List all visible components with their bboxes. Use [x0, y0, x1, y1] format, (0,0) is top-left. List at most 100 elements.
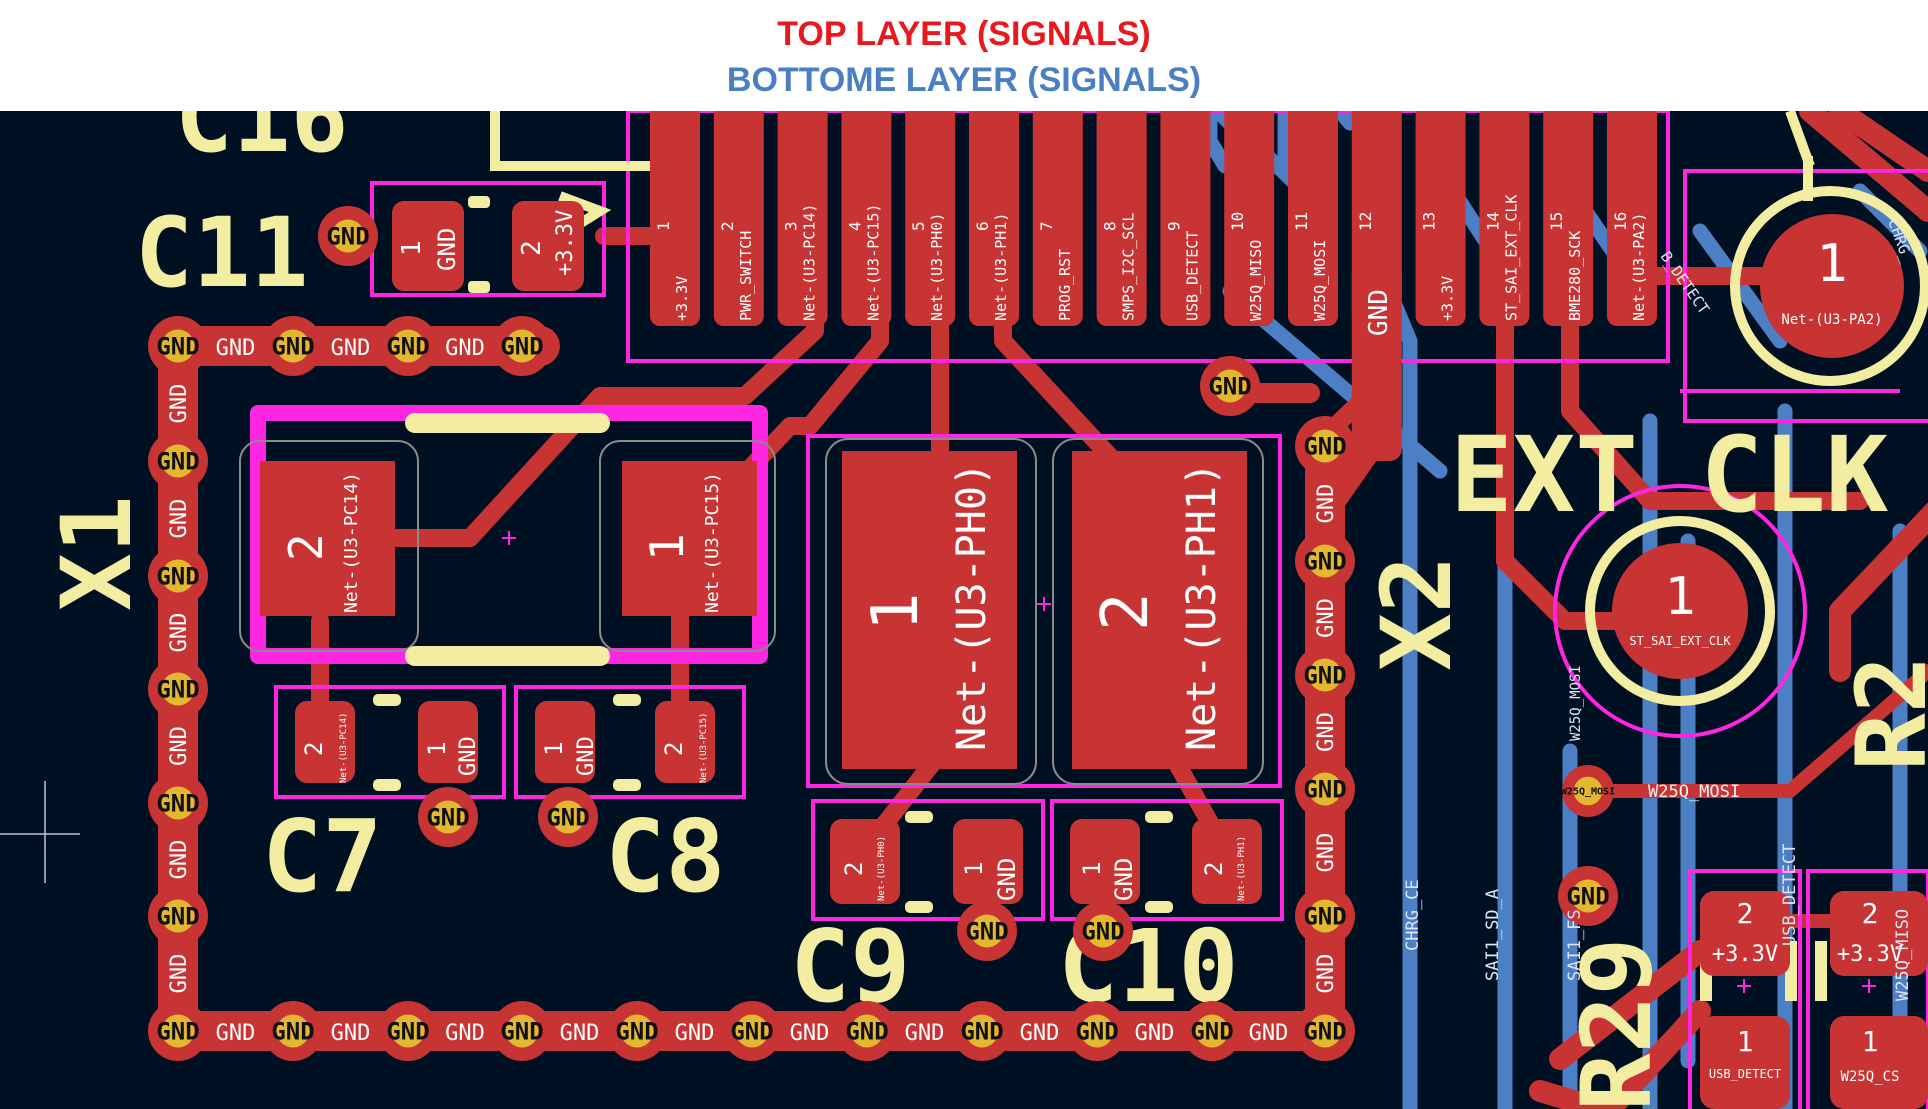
x1-pad-2 [260, 461, 395, 616]
top-layer-title: TOP LAYER (SIGNALS) [777, 15, 1151, 53]
gnd-trace-label: GND [167, 954, 192, 994]
via-label: GND [156, 903, 199, 931]
pcb-view: C16 C11 X1 X2 C7 C8 C9 C10 EXT CLK R29 R… [0, 111, 1928, 1109]
via-label: GND [960, 1018, 1003, 1046]
via-label: GND [965, 918, 1008, 946]
connector-pad-7 [1032, 111, 1083, 326]
via-label: GND [730, 1018, 773, 1046]
via-label: GND [1303, 1018, 1346, 1046]
c10-pad1-net: GND [1110, 858, 1138, 901]
c8-pad1-num: 1 [540, 742, 568, 756]
connector-pad-3 [777, 111, 828, 326]
connector-pin-number: 16 [1611, 212, 1630, 231]
single-vias: GND GND GND GND GND GND GND W25Q_MOSI [318, 206, 1618, 961]
c8-pad2-num: 2 [660, 742, 688, 756]
via-label: GND [500, 333, 543, 361]
gnd-trace-label: GND [1314, 712, 1339, 752]
label-usb-detect: USB_DETECT [1780, 844, 1800, 946]
via-label: GND [1208, 373, 1251, 401]
c7-silk-bot [373, 779, 401, 791]
c10-pad2-num: 2 [1200, 862, 1228, 876]
via-label: GND [500, 1018, 543, 1046]
silk-c11: C11 [135, 197, 308, 309]
c7-pad1-net: GND [456, 736, 481, 776]
c9-silk-bot [905, 901, 933, 913]
tp-clk-net: ST_SAI_EXT_CLK [1629, 634, 1731, 648]
via-label: GND [1081, 918, 1124, 946]
gnd-trace-label: GND [167, 499, 192, 539]
gnd-trace-label: GND [167, 840, 192, 880]
label-sai1-fs: SAI1_FS [1565, 909, 1585, 981]
c7-pad2-num: 2 [300, 742, 328, 756]
via-label: GND [1303, 433, 1346, 461]
c7-pad1-num: 1 [423, 742, 451, 756]
gnd-trace-label: GND [445, 1021, 485, 1046]
fab-outlines [239, 438, 1264, 785]
c7: 2 Net-(U3-PC14) 1 GND [295, 694, 481, 791]
via-drill [431, 800, 465, 834]
connector-pin-net: PROG_RST [1056, 249, 1074, 321]
via-label: GND [1303, 903, 1346, 931]
label-w25q-miso: W25Q_MISO [1893, 909, 1913, 1001]
gnd-pour-label: GND [1364, 289, 1394, 336]
gnd-trace-label: GND [331, 1021, 371, 1046]
gnd-trace-label: GND [445, 336, 485, 361]
c9-pad1-net: GND [993, 858, 1021, 901]
r2-pad-1 [1830, 1016, 1928, 1109]
c11-pad2-net: +3.3V [553, 210, 578, 276]
silk-x2: X2 [1361, 555, 1473, 671]
gnd-trace-label: GND [167, 613, 192, 653]
via-drill [161, 329, 195, 363]
c8: 1 GND 2 Net-(U3-PC15) [535, 694, 715, 791]
via-label: GND [156, 333, 199, 361]
via-drill [1080, 1014, 1114, 1048]
silk-r29: R29 [1561, 938, 1673, 1109]
x2-pad1-net: Net-(U3-PH0) [949, 462, 995, 751]
via-drill [735, 1014, 769, 1048]
via-drill [161, 444, 195, 478]
connector-pin-net: +3.3V [1439, 276, 1457, 321]
connector-pad-13 [1415, 111, 1466, 326]
x1-pad2-net: Net-(U3-PC14) [341, 472, 362, 613]
gnd-trace-label: GND [1314, 484, 1339, 524]
connector-pin-number: 6 [973, 221, 992, 231]
connector-pad-6 [969, 111, 1019, 326]
r29-p2-net: +3.3V [1712, 942, 1778, 967]
via-drill [161, 899, 195, 933]
connector-pad-16 [1607, 111, 1657, 326]
legend-header: TOP LAYER (SIGNALS) BOTTOME LAYER (SIGNA… [0, 0, 1928, 110]
label-w25q-mosi-h: W25Q_MOSI [1648, 782, 1740, 802]
via-label: W25Q_MOSI [1561, 787, 1615, 798]
via-drill [505, 1014, 539, 1048]
via-drill [1308, 544, 1342, 578]
via-drill [1308, 772, 1342, 806]
connector-pad-10 [1224, 111, 1275, 326]
c10-silk-bot [1145, 901, 1173, 913]
via-label: GND [1303, 662, 1346, 690]
tp-pa2-num: 1 [1816, 234, 1847, 294]
via-label: GND [1303, 776, 1346, 804]
via-drill [965, 1014, 999, 1048]
connector-pin-net: Net-(U3-PC15) [864, 204, 882, 321]
connector-pin-net: Net-(U3-PH1) [992, 213, 1010, 321]
via-drill [970, 914, 1004, 948]
gnd-trace-label: GND [675, 1021, 715, 1046]
connector-pin-net: SMPS_I2C_SCL [1120, 213, 1138, 321]
r29-pad-1 [1700, 1016, 1790, 1109]
c11-pad1-net: GND [433, 228, 461, 271]
c10-pad-2 [1192, 819, 1262, 904]
silk-c9: C9 [790, 908, 910, 1025]
c9-silk-top [905, 811, 933, 823]
c10-silk-top [1145, 811, 1173, 823]
via-drill [1213, 369, 1247, 403]
x2-pad2-net: Net-(U3-PH1) [1179, 462, 1225, 751]
r29-p1-net: USB_DETECT [1709, 1067, 1781, 1081]
silk-c16: C16 [175, 111, 348, 174]
gnd-ring: GND GND GND GND GND GND GND GND GND GND GND GND GND G… [148, 316, 1355, 1061]
c9-pad2-num: 2 [840, 862, 868, 876]
r2-p1-net: W25Q_CS [1840, 1069, 1899, 1085]
c8-pad-1 [535, 701, 595, 783]
via-label: GND [1566, 883, 1609, 911]
x2: 1 Net-(U3-PH0) 2 Net-(U3-PH1) [842, 451, 1247, 769]
